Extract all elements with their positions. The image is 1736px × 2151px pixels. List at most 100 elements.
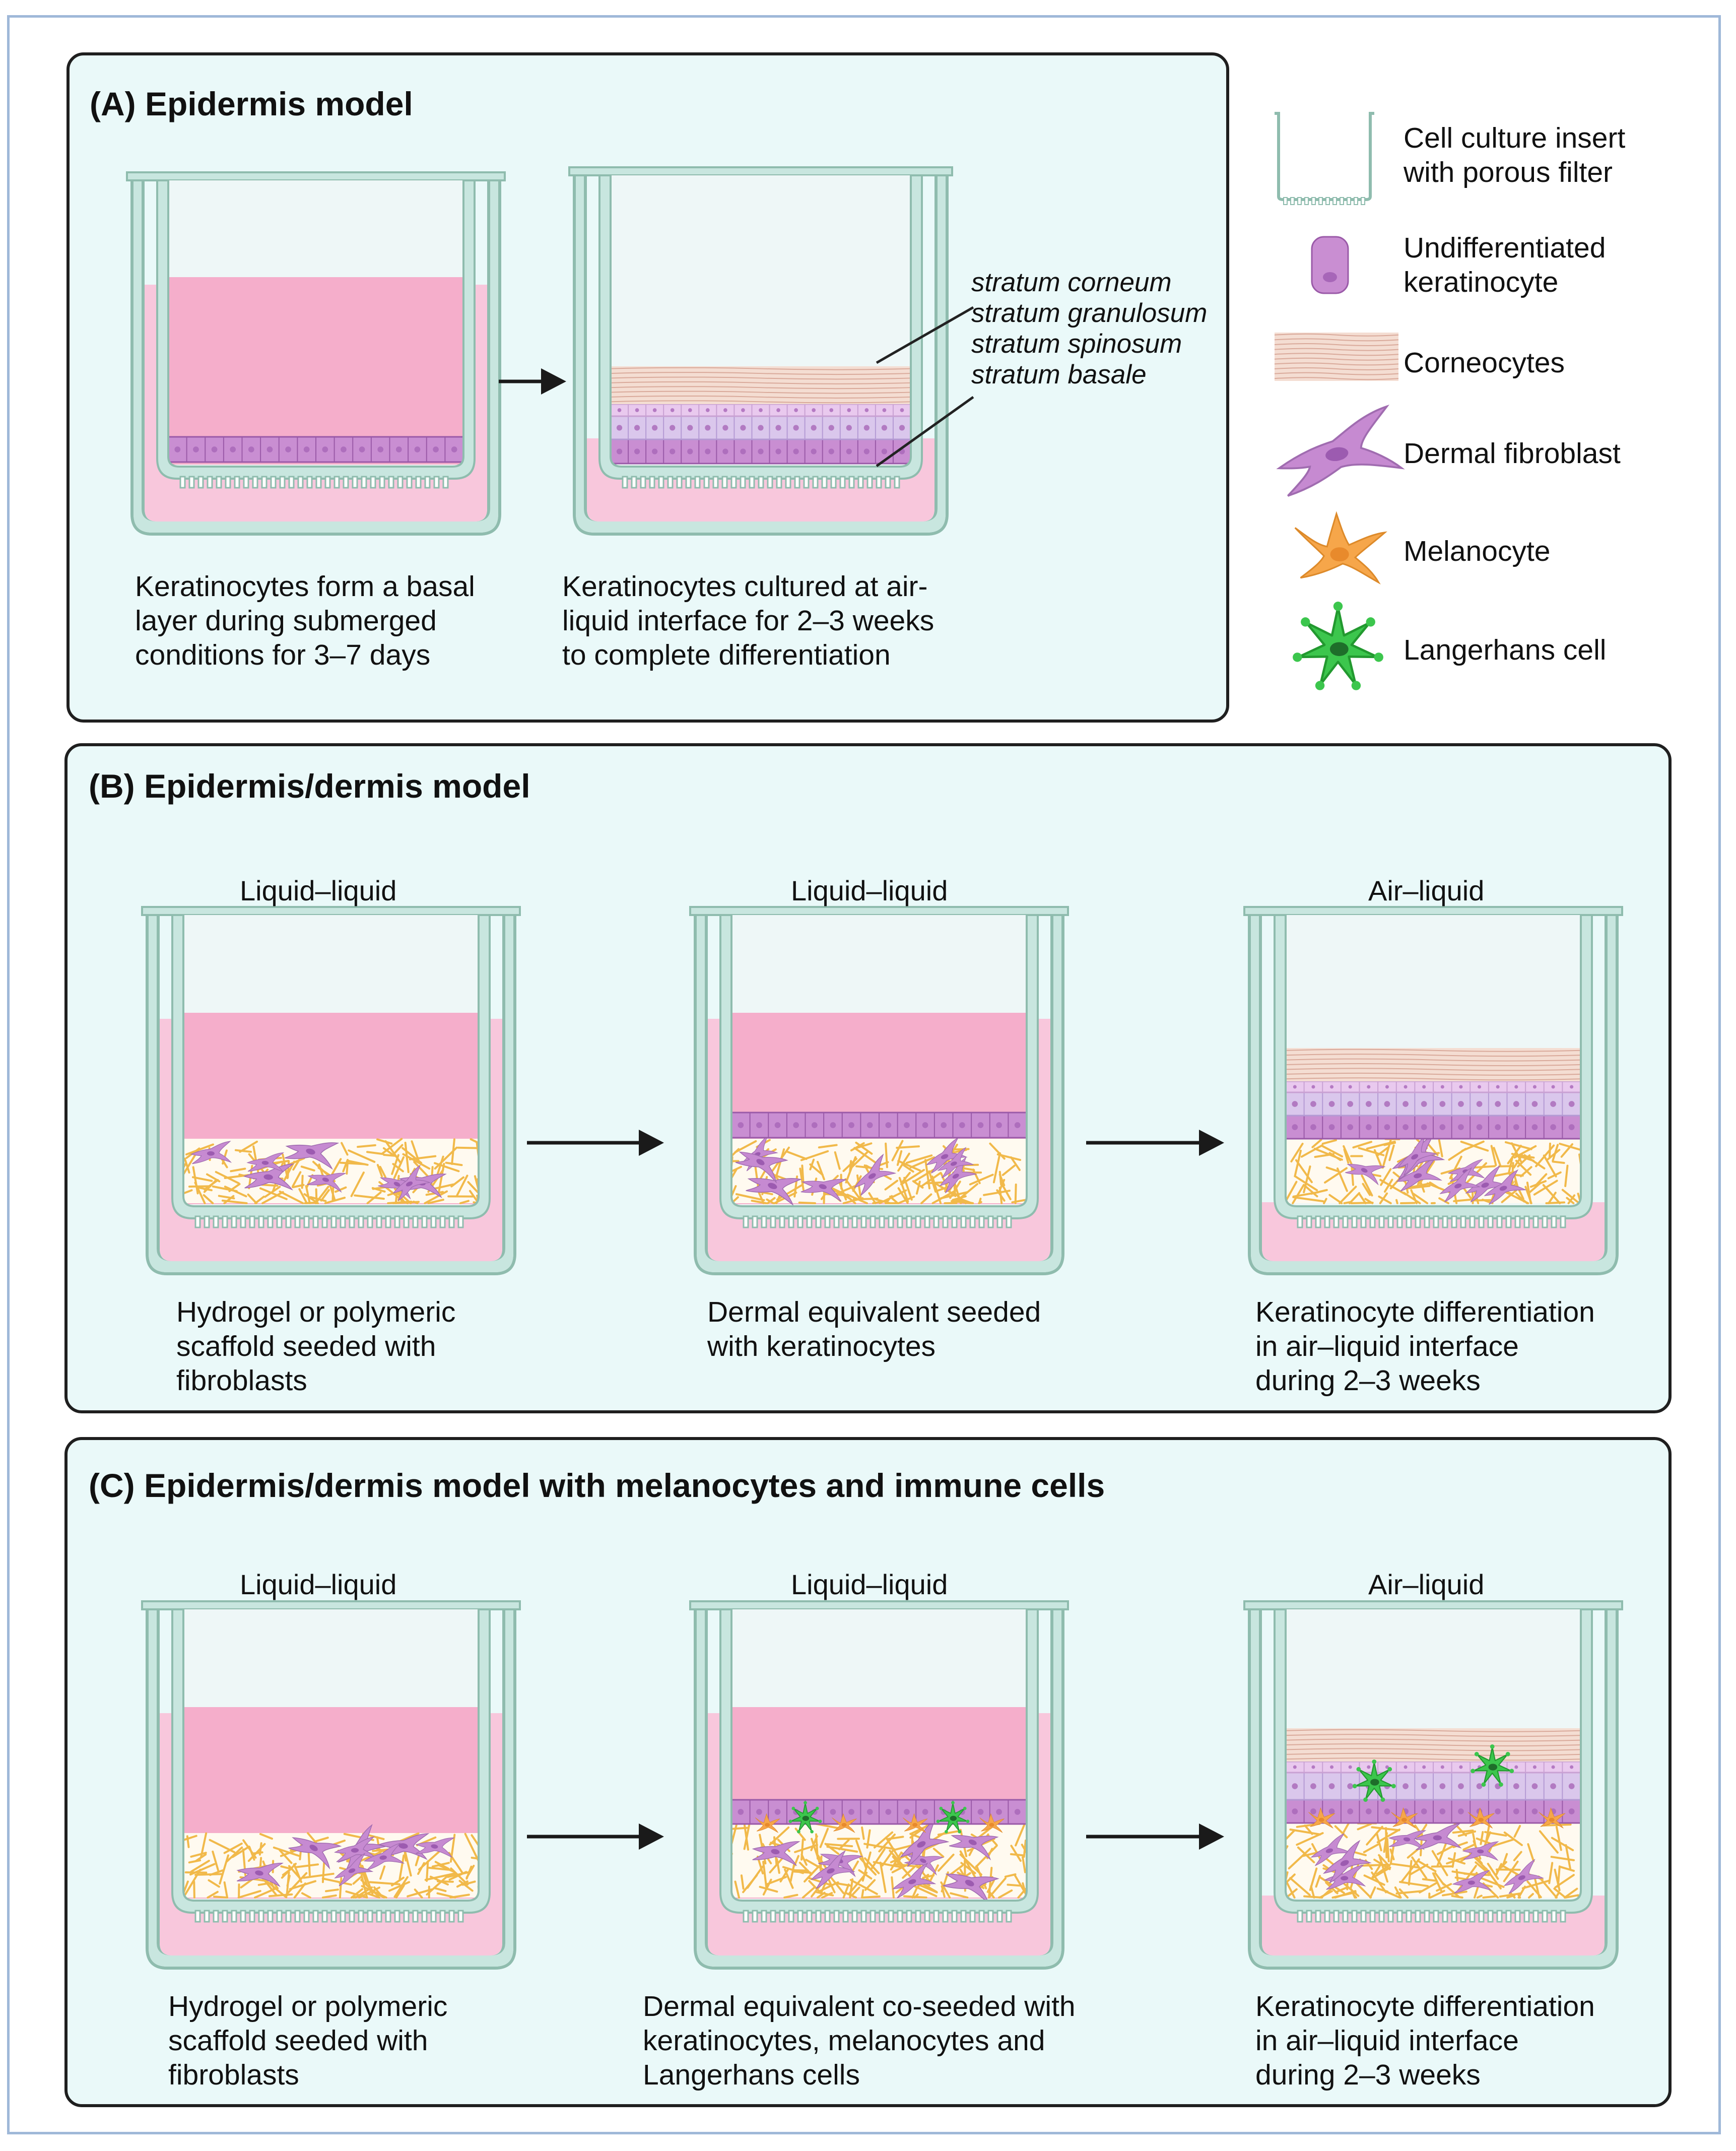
- fibroblast-cell: [392, 1164, 431, 1201]
- insert-wall: [719, 1608, 1039, 1914]
- keratinocyte-layer: [730, 1112, 1028, 1139]
- panel-c-stage-2-label: Liquid–liquid: [791, 1569, 948, 1600]
- panel-c-stage-3-label: Air–liquid: [1368, 1569, 1485, 1600]
- stratum-basale-layer: [610, 438, 912, 465]
- insert-wall: [1274, 914, 1593, 1219]
- legend-label-fibroblast: Dermal fibroblast: [1404, 437, 1621, 470]
- insert-rim: [1243, 1600, 1623, 1610]
- keratinocyte-icon: [1311, 236, 1349, 294]
- fibroblast-cell: [246, 1152, 285, 1172]
- panel-c-insert-1: [141, 1600, 521, 1970]
- fibroblast-cell: [1503, 1859, 1545, 1894]
- stratum-spinosum-label: stratum spinosum: [971, 329, 1182, 359]
- panel-c-title: (C) Epidermis/dermis model with melanocy…: [89, 1467, 1105, 1504]
- fibroblast-cell: [752, 1841, 800, 1866]
- panel-b-arrow-2: [1086, 1130, 1224, 1156]
- panel-a-arrow: [499, 368, 566, 395]
- panel-a-title: (A) Epidermis model: [90, 85, 413, 122]
- insert-rim: [689, 906, 1069, 916]
- fibroblast-icon: [1276, 404, 1405, 497]
- panel-c-insert-3: [1243, 1600, 1623, 1970]
- porous-filter: [1297, 1910, 1566, 1923]
- dermal-equivalent: [1285, 1822, 1582, 1899]
- melanocyte-cell: [979, 1813, 1005, 1833]
- corneocytes-icon: [1274, 333, 1399, 381]
- fibroblast-cell: [1345, 1164, 1386, 1186]
- fibroblast-cell: [363, 1843, 405, 1870]
- fibroblast-cell: [900, 1818, 950, 1867]
- insert-rim: [689, 1600, 1069, 1610]
- panel-b-insert-3: [1243, 906, 1623, 1275]
- dermal-equivalent: [730, 1135, 1027, 1206]
- fibroblast-cell: [1323, 1864, 1366, 1890]
- culture-insert-icon: [1275, 112, 1374, 205]
- fibroblast-cell: [1462, 1841, 1499, 1861]
- fibroblast-cell: [925, 1137, 968, 1174]
- insert-wall: [156, 179, 476, 480]
- figure-frame: [7, 15, 1721, 2134]
- fibroblast-cell: [1452, 1870, 1492, 1894]
- langerhans-cell: [788, 1801, 822, 1834]
- legend-label-melanocyte: Melanocyte: [1404, 535, 1551, 567]
- panel-c-arrow-2: [1086, 1823, 1224, 1850]
- panel-c-caption-1: Hydrogel or polymeric scaffold seeded wi…: [168, 1990, 448, 2091]
- panel-c-caption-2: Dermal equivalent co-seeded with keratin…: [643, 1990, 1076, 2091]
- stratum-basale-label: stratum basale: [971, 360, 1147, 389]
- stratum-granulosum-layer: [1285, 1761, 1582, 1774]
- legend-label-langerhans: Langerhans cell: [1404, 634, 1607, 666]
- stratum-spinosum-layer: [1285, 1772, 1582, 1801]
- fibroblast-cell: [949, 1835, 999, 1861]
- fibroblast-cell: [892, 1862, 937, 1899]
- porous-filter: [743, 1215, 1012, 1228]
- panel-b-caption-3: Keratinocyte differentiation in air–liqu…: [1255, 1296, 1595, 1397]
- melanocyte-icon: [1294, 511, 1387, 585]
- panel-a-insert-2: [568, 166, 953, 536]
- fibroblast-cell: [284, 1142, 340, 1170]
- insert-wall: [171, 1608, 491, 1914]
- fibroblast-cell: [307, 1172, 347, 1193]
- fibroblast-cell: [810, 1850, 855, 1889]
- melanocyte-cell: [902, 1813, 928, 1833]
- strata-labels: stratum corneum stratum granulosum strat…: [971, 267, 1207, 390]
- porous-filter: [622, 476, 900, 489]
- langerhans-cell: [1471, 1744, 1514, 1787]
- panel-b-stage-3-label: Air–liquid: [1368, 875, 1485, 906]
- langerhans-cell: [1352, 1759, 1396, 1802]
- stratum-granulosum-label: stratum granulosum: [971, 298, 1208, 328]
- stratum-corneum-layer: [610, 366, 911, 404]
- stratum-corneum-layer: [1285, 1728, 1581, 1762]
- fibroblast-cell: [190, 1141, 232, 1164]
- panel-c-caption-3: Keratinocyte differentiation in air–liqu…: [1255, 1990, 1595, 2091]
- fibroblast-cell: [853, 1153, 897, 1196]
- insert-rim: [141, 906, 521, 916]
- panel-b-stage-1-label: Liquid–liquid: [240, 875, 397, 906]
- insert-rim: [126, 171, 506, 181]
- insert-wall: [719, 914, 1039, 1219]
- panel-b-caption-2: Dermal equivalent seeded with keratinocy…: [707, 1296, 1041, 1362]
- insert-wall: [1274, 1608, 1593, 1914]
- scaffold-with-fibroblasts: [182, 1824, 480, 1899]
- stratum-basale-layer: [1285, 1799, 1582, 1824]
- stratum-spinosum-layer: [610, 415, 912, 440]
- stratum-corneum-label: stratum corneum: [971, 268, 1172, 297]
- melanocyte-cell: [1308, 1807, 1336, 1829]
- legend: [1274, 112, 1405, 690]
- scaffold-with-fibroblasts: [182, 1138, 480, 1204]
- strata-pointer-bottom: [876, 396, 974, 468]
- porous-filter: [743, 1910, 1012, 1923]
- melanocyte-cell: [755, 1813, 780, 1833]
- stratum-granulosum-layer: [1285, 1080, 1582, 1093]
- strata-pointer-top: [876, 306, 974, 364]
- stratum-corneum-layer: [1285, 1048, 1581, 1081]
- panel-b-caption-1: Hydrogel or polymeric scaffold seeded wi…: [176, 1296, 456, 1397]
- legend-label-insert: Cell culture insert with porous filter: [1404, 122, 1626, 188]
- fibroblast-cell: [1323, 1840, 1372, 1883]
- melanocyte-cell: [1539, 1807, 1566, 1829]
- melanocyte-cell: [1467, 1807, 1495, 1829]
- panel-b-title: (B) Epidermis/dermis model: [89, 767, 530, 805]
- insert-rim: [1243, 906, 1623, 916]
- dermal-equivalent: [730, 1818, 1028, 1905]
- insert-medium: [168, 277, 463, 465]
- melanocyte-cell: [832, 1813, 857, 1833]
